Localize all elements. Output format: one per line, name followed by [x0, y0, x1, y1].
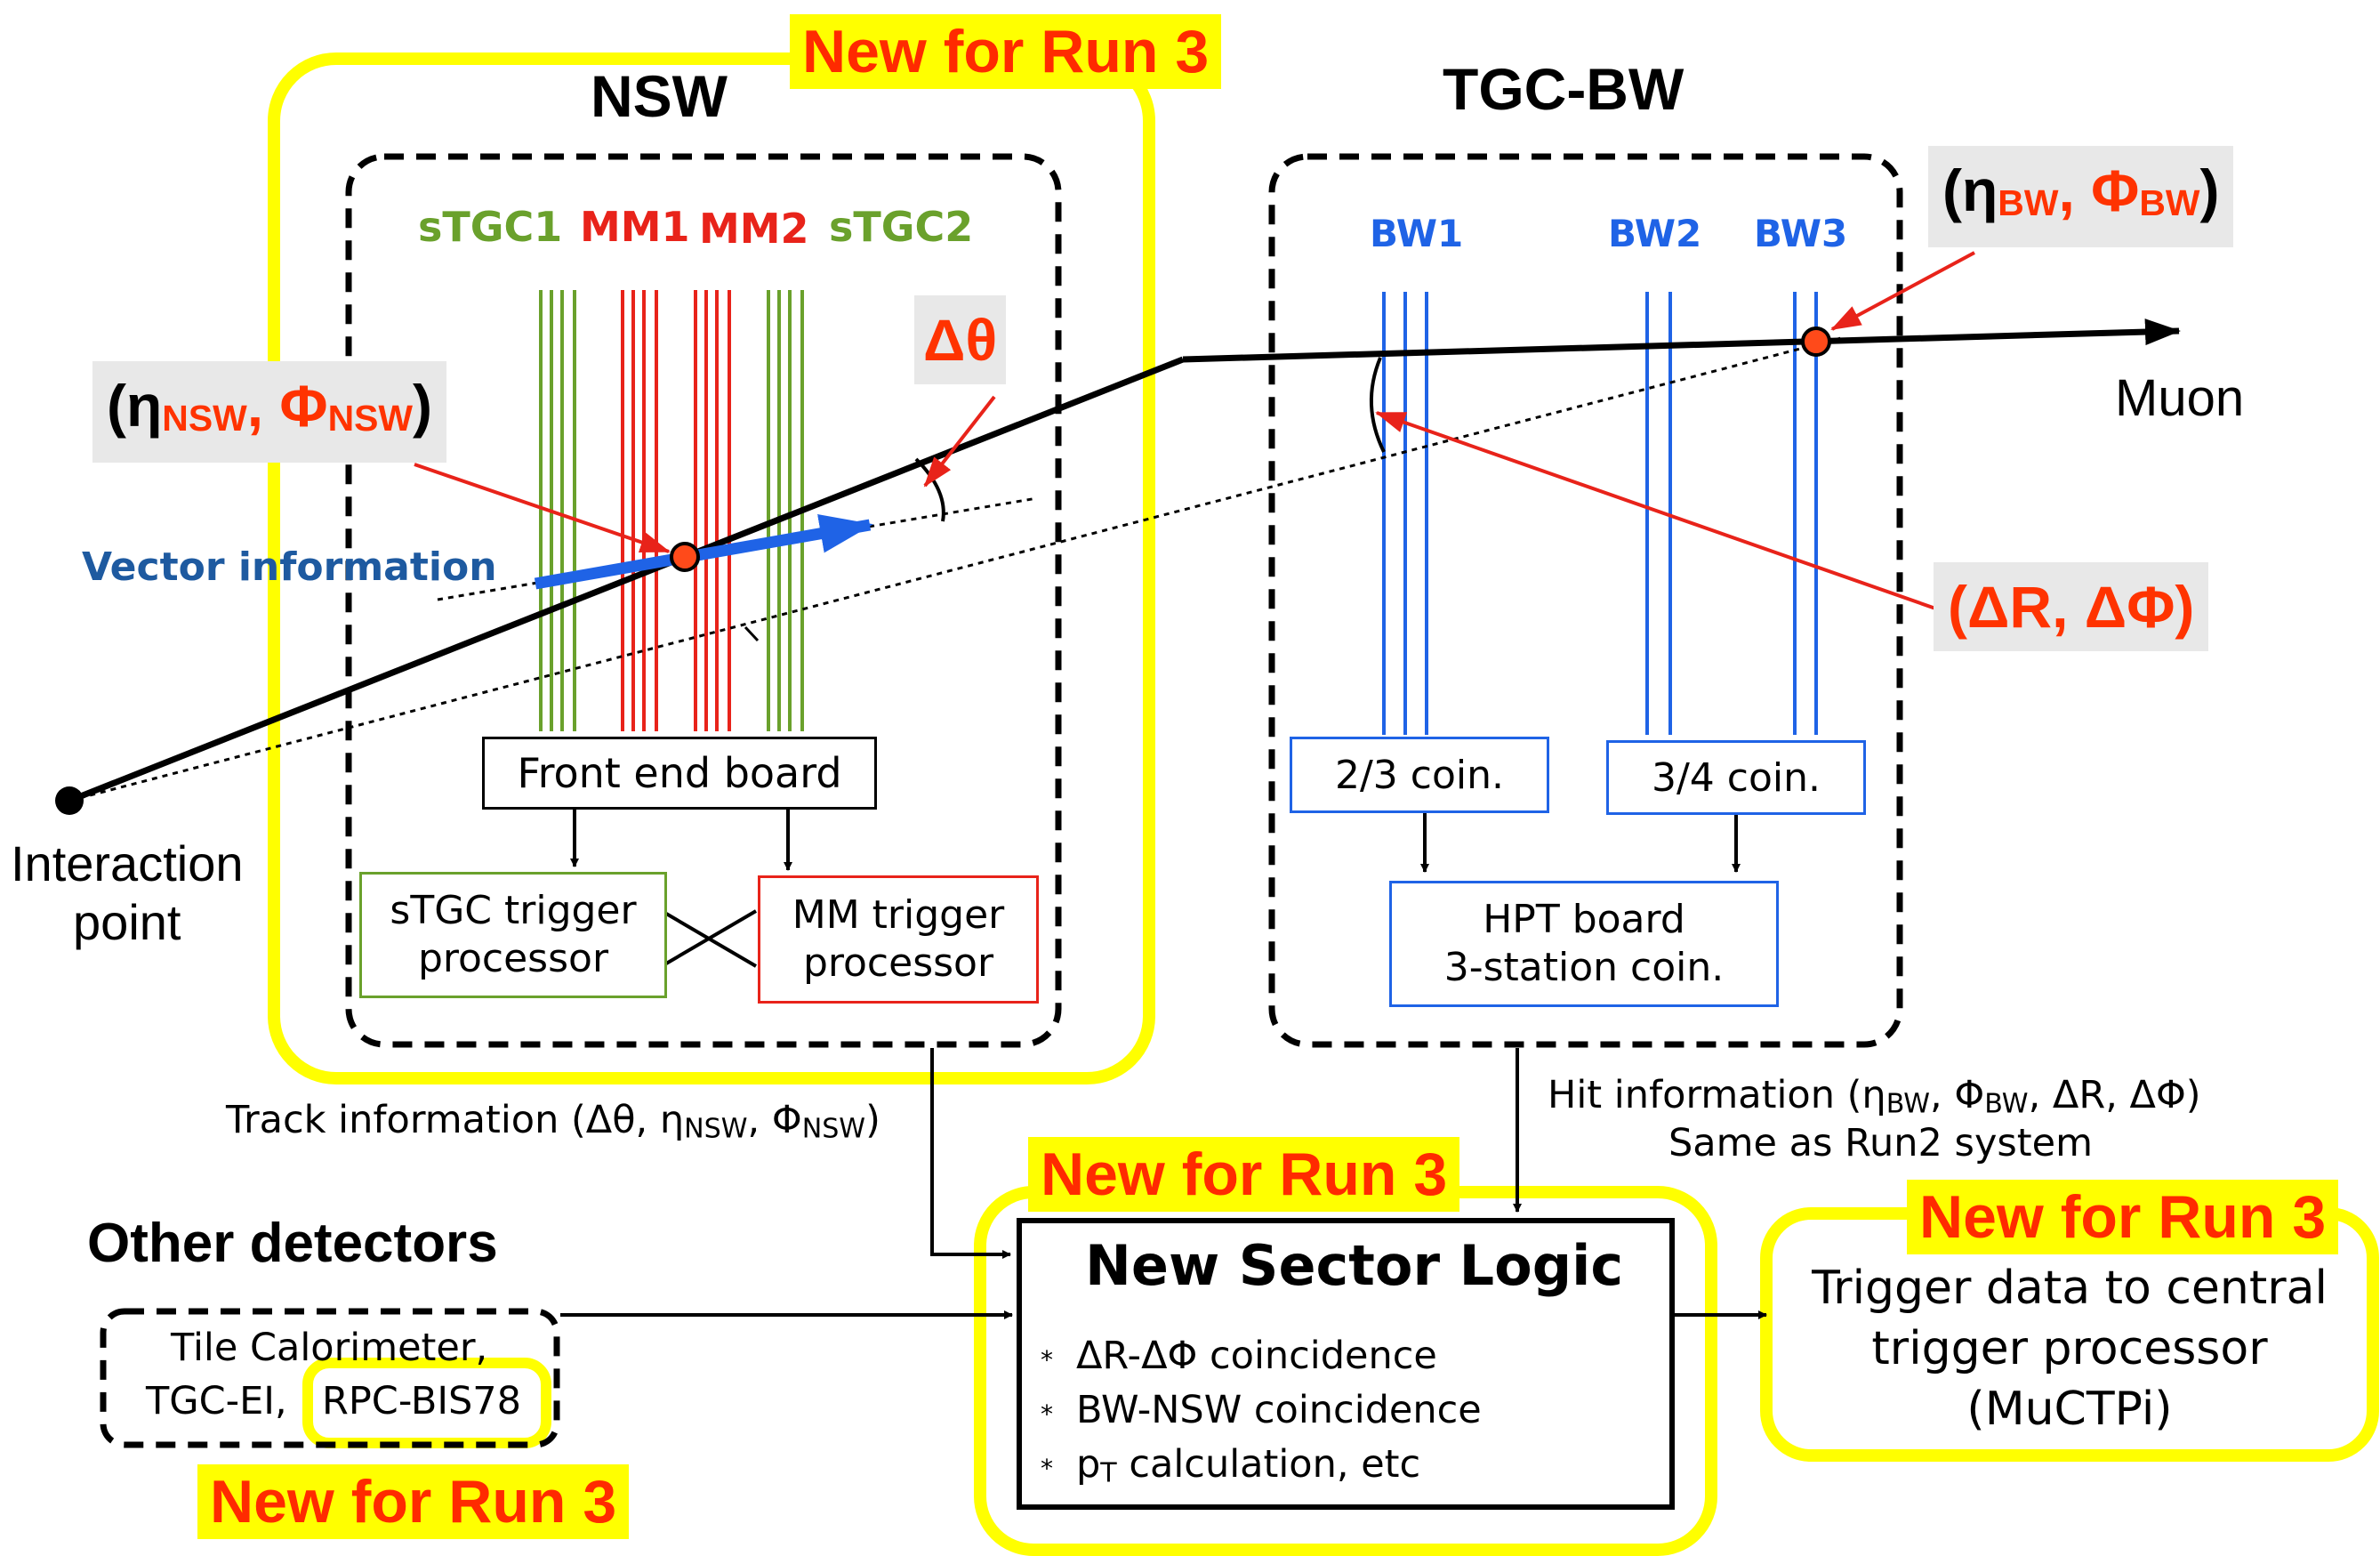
- nsw-highlight-frame: [268, 52, 1155, 1084]
- stgc-processor-line1: sTGC trigger: [390, 888, 637, 933]
- nsw-coord-sub-eta: NSW: [162, 397, 247, 439]
- coin-34-box: 3/4 coin.: [1606, 740, 1866, 815]
- coin-23-box: 2/3 coin.: [1290, 737, 1549, 813]
- track-info-text: Track information (Δθ, η: [226, 1098, 685, 1142]
- nsw-coordinates-label: (ηNSW, ΦNSW): [92, 361, 447, 463]
- vector-arrow: [534, 514, 873, 590]
- mm2-layer: [694, 290, 731, 731]
- trigger-data-label: Trigger data to central trigger processo…: [1779, 1258, 2360, 1439]
- sector-logic-item-2: *BW-NSW coincidence: [1041, 1388, 1482, 1432]
- stgc2-label: sTGC2: [829, 203, 974, 251]
- bw-coord-sub-eta: BW: [1998, 181, 2059, 223]
- hpt-line1: HPT board: [1483, 897, 1685, 942]
- stgc-processor-line2: processor: [417, 936, 609, 981]
- muon-track-outer: [1182, 318, 2181, 363]
- trigger-data-line3: (MuCTPi): [1966, 1383, 2173, 1436]
- nsw-hit-point: [670, 542, 700, 572]
- bw3-label: BW3: [1754, 212, 1848, 255]
- stgc1-layer: [539, 290, 576, 731]
- interaction-point-label: Interaction point: [11, 834, 244, 952]
- nsw-title: NSW: [591, 63, 728, 129]
- interaction-point-line1: Interaction: [11, 835, 244, 891]
- delta-r-arrow: [1375, 411, 1942, 612]
- sector-logic-box: [1017, 1218, 1675, 1510]
- trigger-data-line2: trigger processor: [1871, 1322, 2268, 1375]
- hit-information-label: Hit information (ηBW, ΦBW, ΔR, ΔΦ): [1548, 1073, 2201, 1120]
- delta-r-phi-label: (ΔR, ΔΦ): [1934, 562, 2209, 651]
- interaction-point-dot: [55, 786, 84, 815]
- delta-r-arc: [1369, 357, 1386, 453]
- sector-logic-item-1: *ΔR-ΔΦ coincidence: [1041, 1334, 1437, 1378]
- interaction-point-line2: point: [73, 894, 181, 950]
- other-detectors-title: Other detectors: [87, 1213, 498, 1274]
- nsw-coord-sub-phi: NSW: [327, 397, 414, 439]
- delta-theta-arrow: [923, 395, 996, 488]
- nsw-dashed-box: [345, 153, 1062, 1048]
- muon-track-inner: [68, 356, 1185, 804]
- sector-logic-item-3: *pT calculation, etc: [1041, 1442, 1421, 1489]
- bw2-label: BW2: [1608, 212, 1702, 255]
- mm1-label: MM1: [580, 203, 690, 251]
- track-information-label: Track information (Δθ, ηNSW, ΦNSW): [226, 1098, 880, 1145]
- bw2-layer: [1645, 292, 1672, 735]
- hit-info-text: Hit information (η: [1548, 1073, 1886, 1117]
- mm-processor-line2: processor: [802, 940, 994, 986]
- bw3-hit-point: [1801, 327, 1831, 357]
- nsw-coord-open: (η: [107, 373, 163, 439]
- bw-coordinates-label: (ηBW, ΦBW): [1928, 146, 2234, 247]
- angle-mark: [744, 625, 760, 642]
- mm2-label: MM2: [699, 205, 809, 253]
- hpt-line2: 3-station coin.: [1443, 945, 1725, 990]
- bw-coord-sub-phi: BW: [2139, 181, 2200, 223]
- delta-theta-arc: [914, 457, 945, 522]
- vector-information-label: Vector information: [82, 544, 497, 590]
- bw1-label: BW1: [1370, 212, 1464, 255]
- sector-logic-items: *ΔR-ΔΦ coincidence *BW-NSW coincidence *…: [1041, 1331, 1482, 1498]
- nsw-to-sector-logic-arrow: [930, 1048, 1011, 1259]
- other-detectors-line1: Tile Calorimeter,: [171, 1326, 488, 1370]
- sector-logic-title: New Sector Logic: [1085, 1233, 1624, 1298]
- other-detectors-line2: TGC-EI,: [146, 1379, 287, 1423]
- rpc-bis78-label: RPC-BIS78: [322, 1379, 522, 1423]
- tgc-bw-title: TGC-BW: [1443, 56, 1684, 122]
- bw3-layer: [1793, 292, 1818, 735]
- new-for-run3-badge-top: New for Run 3: [790, 14, 1222, 89]
- bw-coord-arrow: [1830, 251, 1975, 331]
- muon-label: Muon: [2115, 369, 2245, 427]
- same-as-run2-label: Same as Run2 system: [1668, 1121, 2094, 1165]
- nsw-coord-arrow: [414, 463, 671, 553]
- bw1-layer: [1382, 292, 1428, 735]
- bw-coord-mid: , Φ: [2058, 157, 2140, 223]
- other-detectors-dashed-box: [100, 1308, 560, 1448]
- front-end-board-box: Front end board: [482, 737, 877, 810]
- delta-theta-label: Δθ: [914, 295, 1007, 384]
- bw-coord-open: (η: [1942, 157, 1998, 223]
- new-for-run3-badge-trigger-data: New for Run 3: [1907, 1180, 2339, 1254]
- new-for-run3-badge-other-detectors: New for Run 3: [197, 1464, 630, 1539]
- new-for-run3-badge-sector-logic: New for Run 3: [1028, 1137, 1460, 1212]
- tgc-bw-dashed-box: [1268, 153, 1903, 1048]
- processor-cross-2: [660, 909, 758, 968]
- mm1-layer: [621, 290, 658, 731]
- stgc1-label: sTGC1: [418, 203, 563, 251]
- mm-processor-line1: MM trigger: [792, 892, 1005, 938]
- nsw-coord-mid: , Φ: [246, 373, 328, 439]
- trigger-data-line1: Trigger data to central: [1812, 1262, 2328, 1315]
